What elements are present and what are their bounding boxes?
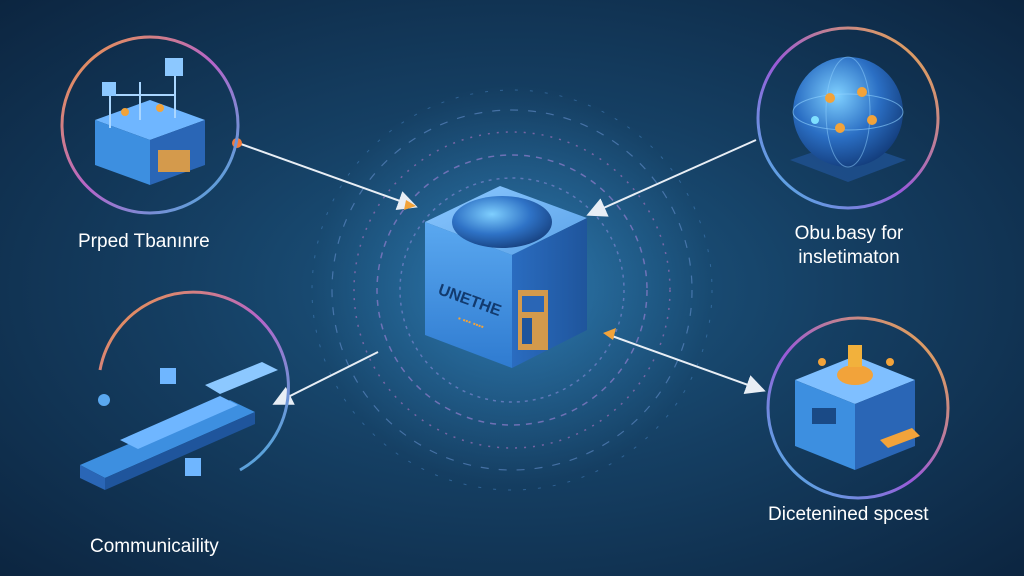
node-label-bottom-left-line: Communicaility <box>90 536 219 557</box>
node-label-bottom-right: Dicetenined spcest <box>768 503 929 527</box>
arrow-top-left <box>237 142 418 211</box>
server-machine-icon <box>95 58 205 185</box>
node-ring-bottom-left <box>98 290 290 472</box>
hub-rings <box>311 89 713 491</box>
node-ring-top-right <box>756 26 940 210</box>
node-top-left <box>60 35 240 215</box>
node-label-top-left: Prped Tbanınre <box>78 230 210 254</box>
network-switch-icon <box>80 362 278 490</box>
node-ring-bottom-right <box>766 316 950 500</box>
node-ring-top-left <box>60 35 240 215</box>
node-top-right <box>756 26 940 210</box>
globe-icon <box>790 56 906 182</box>
node-bottom-left <box>80 290 290 490</box>
node-label-top-right: Obu.basy for insletimaton <box>770 222 928 270</box>
arrow-top-left-tip-accent <box>404 200 416 210</box>
arrow-top-right <box>586 139 757 217</box>
node-bottom-right <box>766 316 950 500</box>
arrow-bottom-right <box>611 335 766 394</box>
node-label-top-left-line: Prped Tbanınre <box>78 231 210 252</box>
arrow-bottom-right-tip-accent <box>603 328 616 340</box>
connector-arrows <box>232 138 766 405</box>
storage-box-icon <box>795 345 920 470</box>
node-label-bottom-left: Communicaility <box>90 535 219 559</box>
node-label-top-right-line-2: insletimaton <box>798 247 900 268</box>
node-label-bottom-right-line: Dicetenined spcest <box>768 504 929 525</box>
node-label-top-right-line-1: Obu.basy for <box>794 223 904 244</box>
hub-globe-icon <box>452 196 552 248</box>
central-hub-cube: UNETHE ▪ ▪▪▪ ▪▪▪▪ <box>425 186 587 368</box>
hub-cube-front <box>425 222 512 368</box>
arrow-bottom-left <box>272 351 379 405</box>
